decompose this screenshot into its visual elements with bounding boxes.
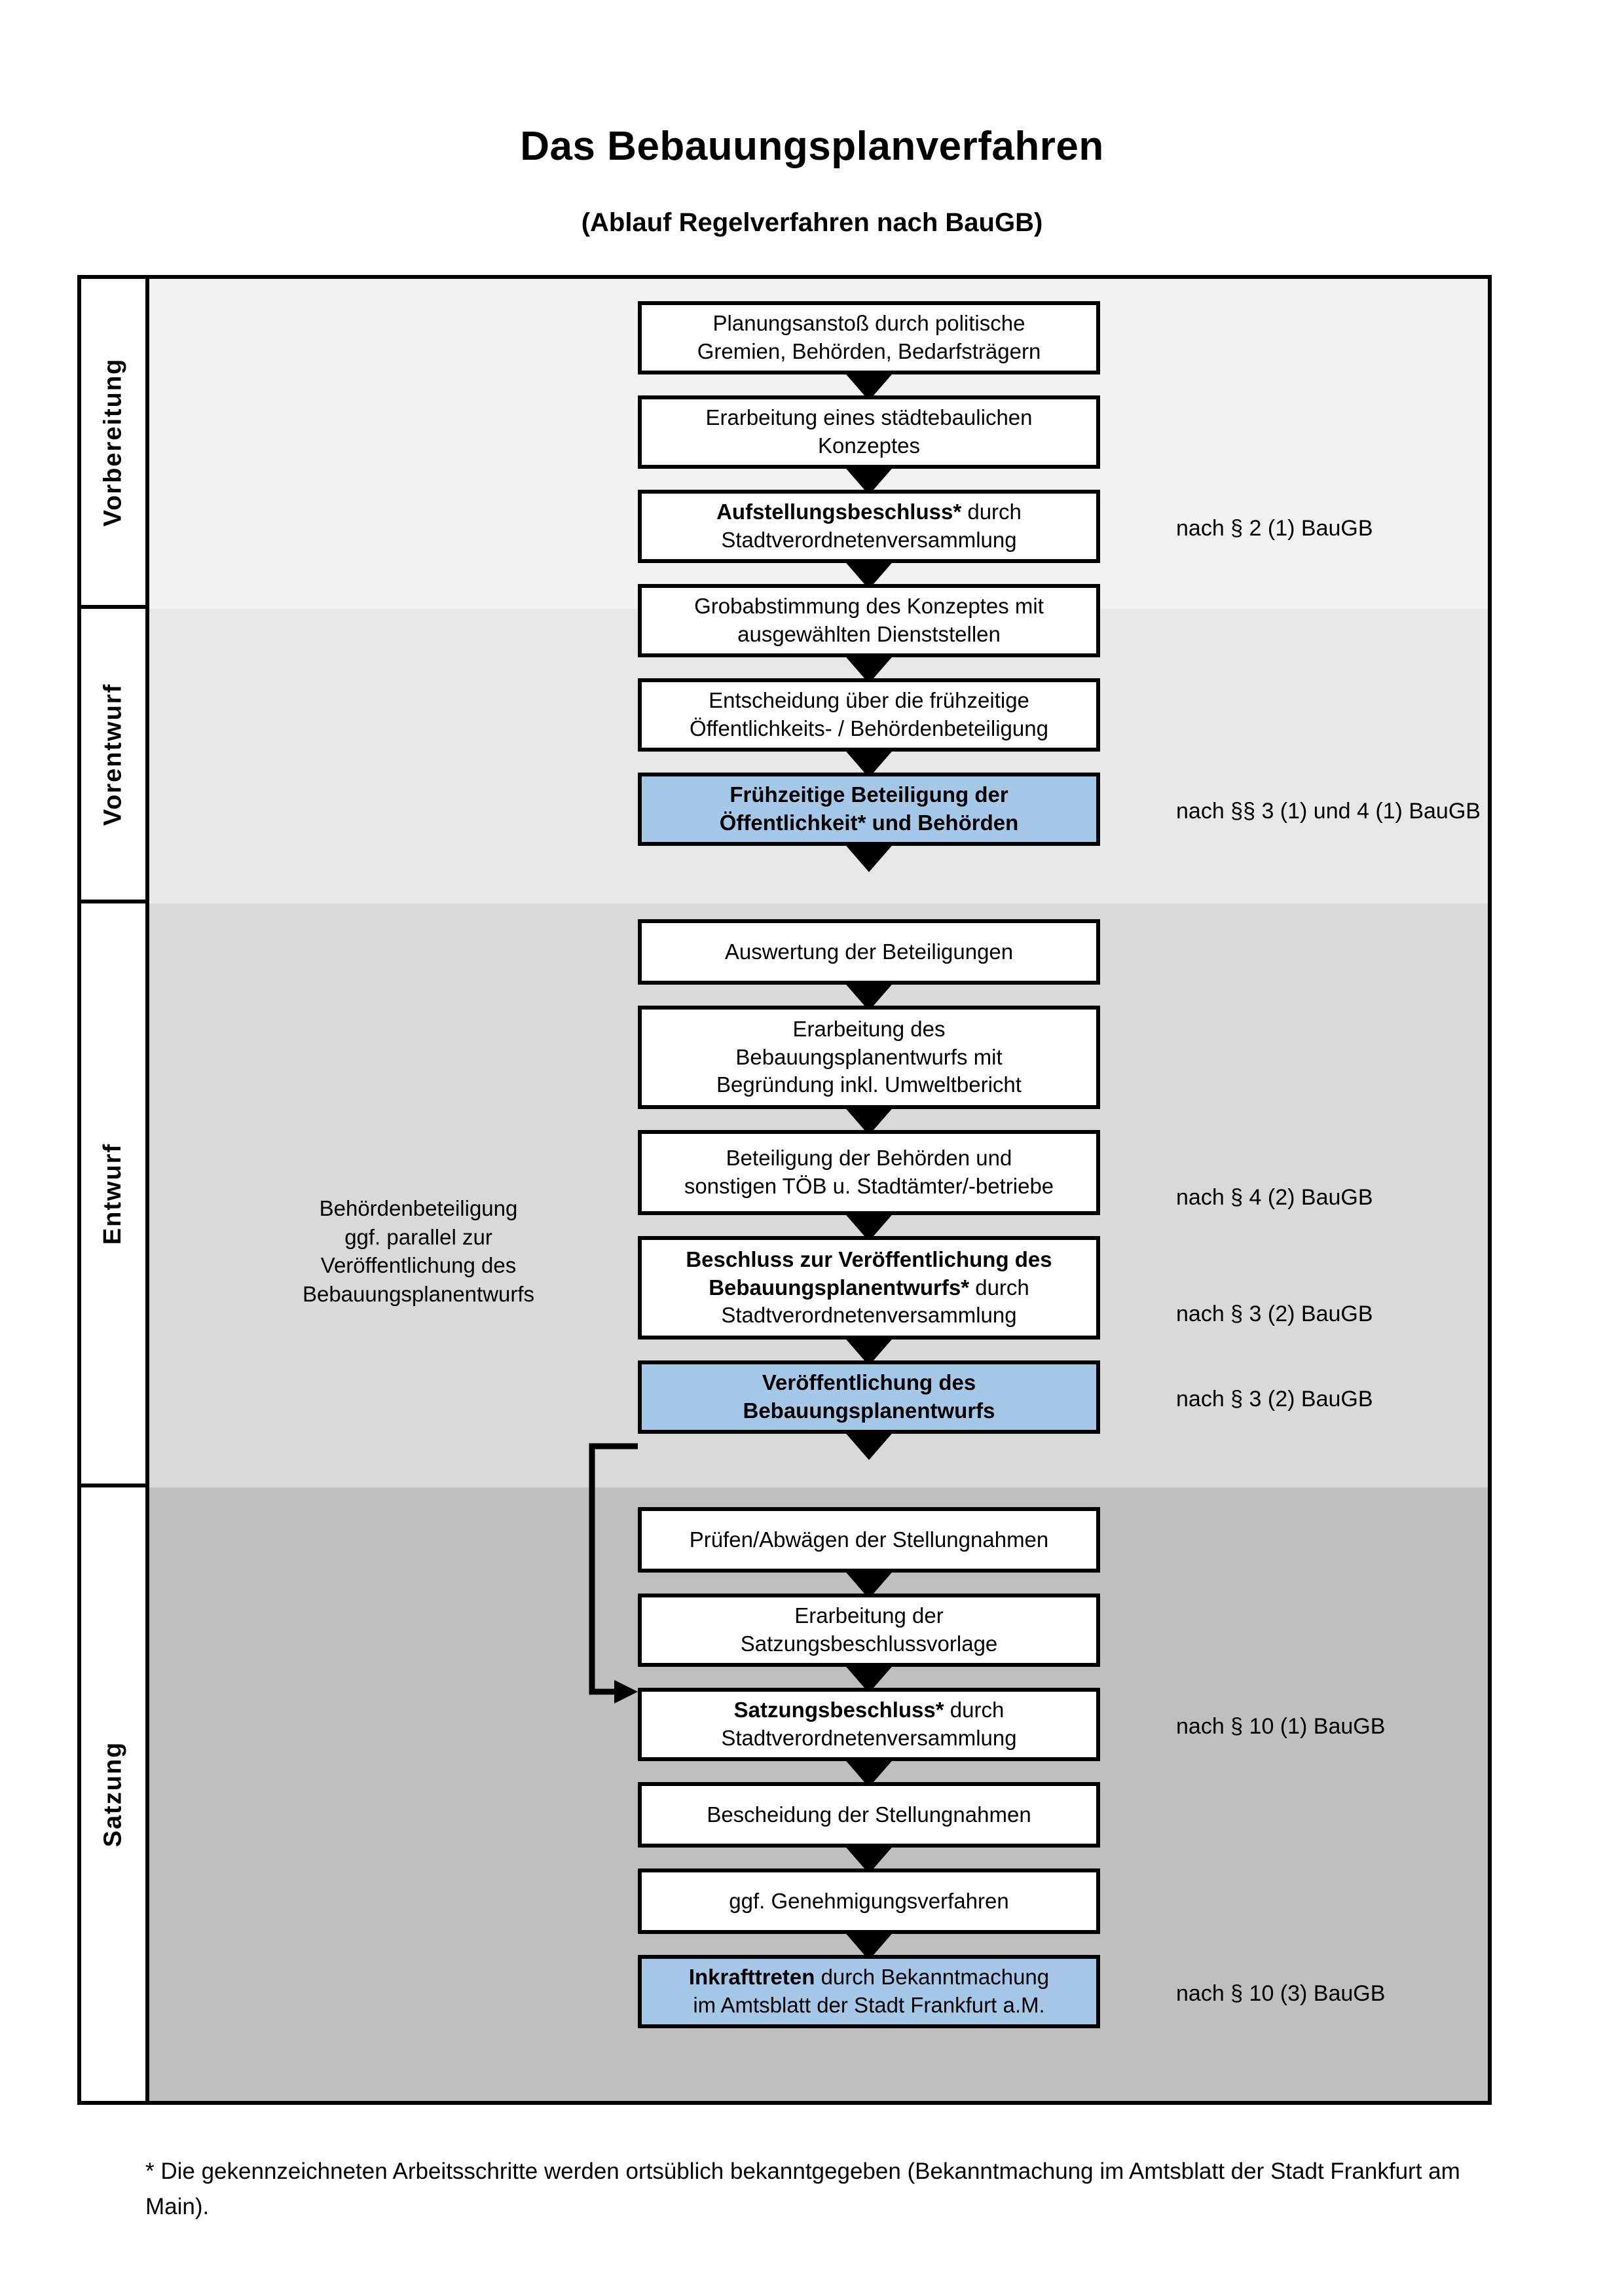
step-text: ggf. Genehmigungsverfahren [729,1888,1009,1913]
flowchart-frame: Vorbereitung Vorentwurf Entwurf Satzung … [77,275,1492,2105]
step-box-genehmigungsverfahren: ggf. Genehmigungsverfahren [638,1868,1100,1934]
phase-label-text: Vorbereitung [99,357,127,526]
step-text: Prüfen/Abwägen der Stellungnahmen [689,1527,1049,1552]
page-subtitle: (Ablauf Regelverfahren nach BauGB) [581,208,1043,237]
annotation-inkrafttreten: nach § 10 (3) BauGB [1176,1981,1386,2006]
annotation-veroeffentlichung: nach § 3 (2) BauGB [1176,1387,1373,1412]
connector-arrow [843,1430,895,1460]
phase-label-vorentwurf: Vorentwurf [81,609,149,903]
phase-label-text: Entwurf [99,1142,127,1245]
step-box-pruefen-abwaegen: Prüfen/Abwägen der Stellungnahmen [638,1507,1100,1573]
parallel-bracket-connector [589,1443,638,1704]
annotation-beteiligung-toeb: nach § 4 (2) BauGB [1176,1185,1373,1210]
phase-band-vorentwurf [149,609,1488,903]
annotation-satzungsbeschluss: nach § 10 (1) BauGB [1176,1714,1386,1739]
page-title: Das Bebauungsplanverfahren [520,124,1104,169]
annotation-aufstellungsbeschluss: nach § 2 (1) BauGB [1176,516,1373,541]
phase-label-vorbereitung: Vorbereitung [81,279,149,609]
step-box-bescheidung-stellungnahmen: Bescheidung der Stellungnahmen [638,1782,1100,1848]
step-box-auswertung-beteiligungen: Auswertung der Beteiligungen [638,919,1100,985]
phase-label-entwurf: Entwurf [81,903,149,1487]
connector-arrow [843,842,895,872]
annotation-beschluss-veroeffentlichung: nach § 3 (2) BauGB [1176,1302,1373,1326]
step-text: Auswertung der Beteiligungen [724,939,1014,964]
phase-label-text: Vorentwurf [99,683,127,826]
footnote: * Die gekennzeichneten Arbeitsschritte w… [145,2159,1460,2220]
annotation-fruehzeitige-beteiligung: nach §§ 3 (1) und 4 (1) BauGB [1176,799,1481,824]
phase-label-text: Satzung [99,1741,127,1848]
phase-label-satzung: Satzung [81,1487,149,2101]
step-text: Bescheidung der Stellungnahmen [707,1802,1031,1827]
